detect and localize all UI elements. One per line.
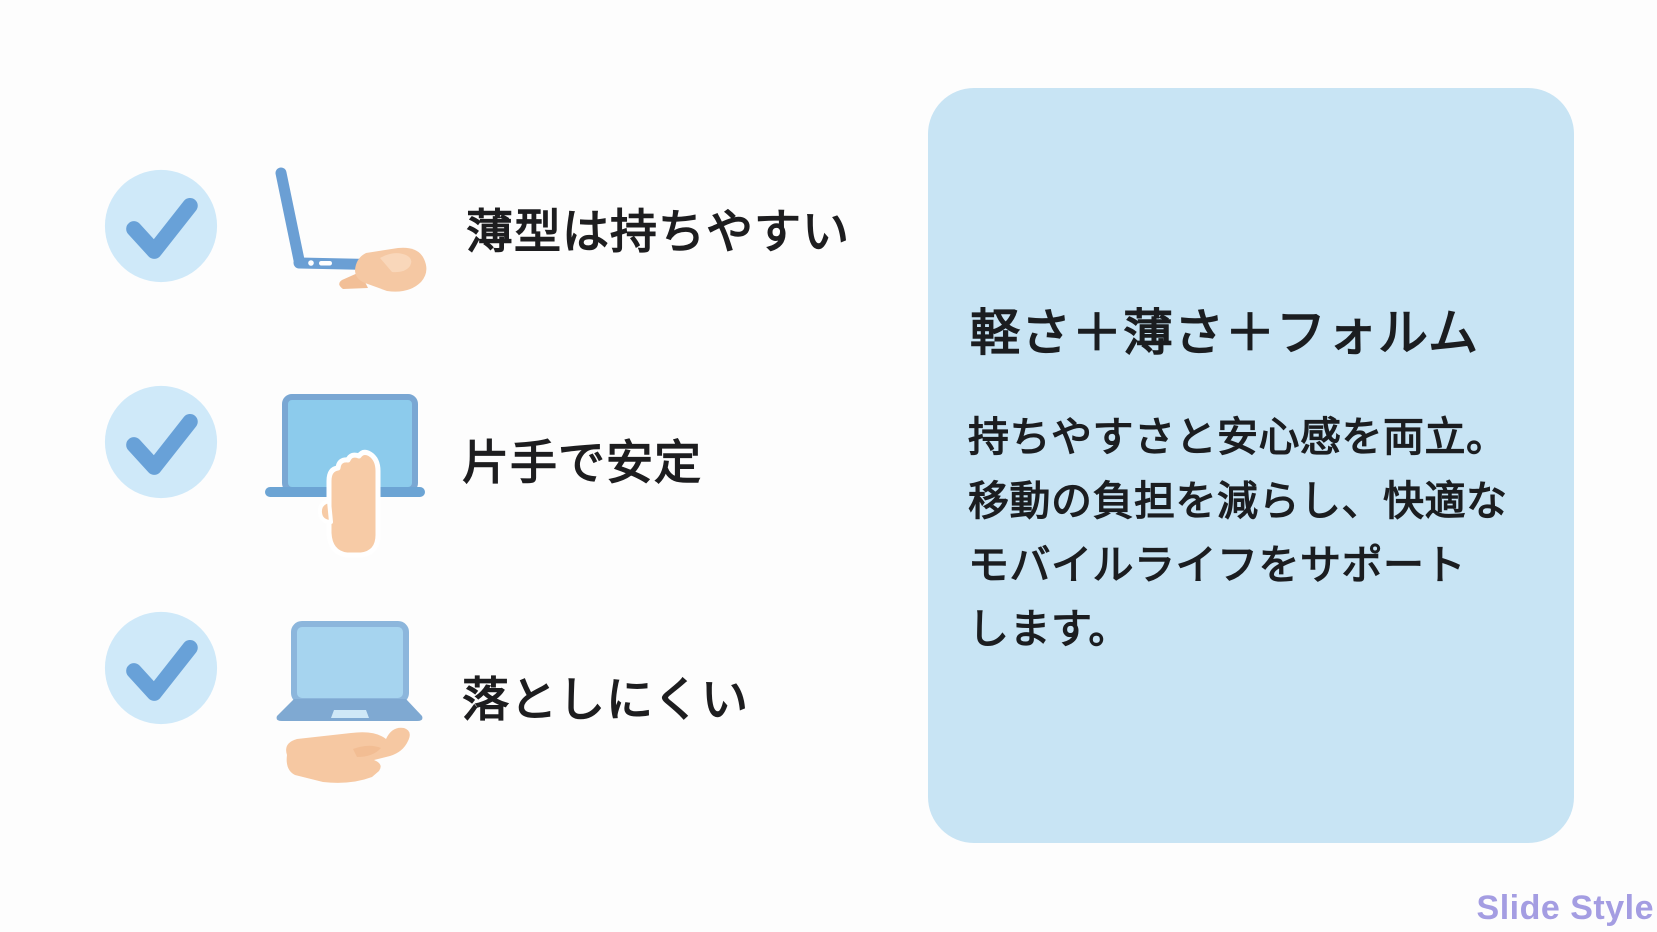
feature-label: 片手で安定 bbox=[462, 436, 702, 489]
summary-card: 軽さ＋薄さ＋フォルム 持ちやすさと安心感を両立。 移動の負担を減らし、快適な モ… bbox=[928, 88, 1574, 843]
laptop-open-view bbox=[276, 621, 423, 721]
check-icon bbox=[104, 611, 218, 725]
laptop-side-on-hand-icon bbox=[275, 167, 427, 292]
hand-holding-from-right bbox=[339, 247, 427, 292]
check-icon bbox=[104, 385, 218, 499]
fist-gripping-from-below bbox=[317, 449, 381, 558]
laptop-on-open-palm-icon bbox=[276, 621, 423, 783]
brand-watermark: Slide Style bbox=[1476, 889, 1654, 927]
open-palm-hand bbox=[286, 727, 410, 783]
laptop-held-one-hand-icon bbox=[265, 394, 425, 558]
check-icon bbox=[104, 169, 218, 283]
feature-label: 落としにくい bbox=[462, 673, 750, 726]
feature-label: 薄型は持ちやすい bbox=[466, 205, 850, 258]
card-body-text: 持ちやすさと安心感を両立。 移動の負担を減らし、快適な モバイルライフをサポート… bbox=[968, 414, 1508, 652]
card-title: 軽さ＋薄さ＋フォルム bbox=[970, 305, 1479, 361]
